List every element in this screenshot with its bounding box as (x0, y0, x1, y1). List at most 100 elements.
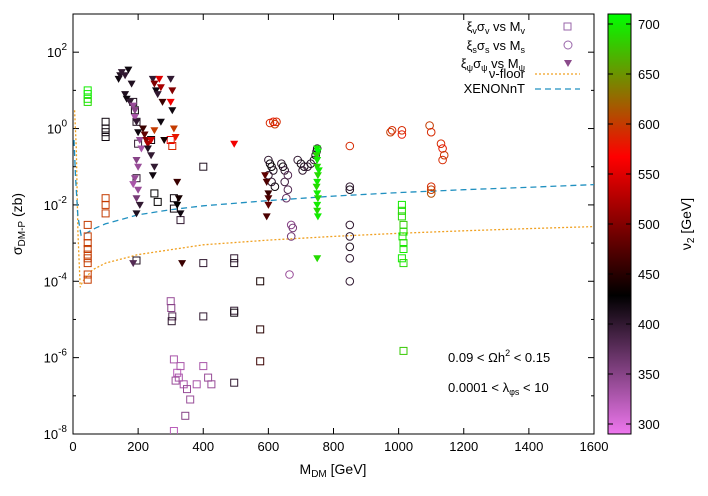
y-tick-label: 10-6 (44, 348, 68, 366)
legend-entry-vector: ξvσv vs Mv (467, 19, 572, 36)
data-point-fermion (150, 80, 159, 88)
data-point-fermion (312, 183, 321, 191)
data-point-vector (256, 277, 265, 286)
data-point-fermion (147, 137, 156, 144)
data-point-vector (199, 312, 208, 321)
legend: ξvσv vs Mv ξsσs vs Ms ξψσψ vs Mψ ν-floor… (461, 19, 580, 96)
data-point-scalar (425, 121, 434, 130)
data-point-scalar (387, 126, 397, 135)
data-point-fermion (155, 75, 164, 83)
data-point-vector (207, 380, 216, 389)
x-axis-label: MDM [GeV] (300, 461, 367, 480)
data-point-vector (83, 239, 92, 248)
colorbar-tick-label: 600 (638, 117, 660, 132)
data-point-fermion (126, 98, 134, 106)
data-point-vector (397, 254, 406, 263)
data-point-fermion (147, 152, 156, 160)
data-point-scalar (426, 127, 436, 137)
data-point-fermion (156, 118, 165, 126)
data-point-fermion (140, 131, 149, 139)
data-point-scalar (283, 170, 293, 180)
annotation-relic-density: 0.09 < Ωh2 < 0.15 (448, 348, 550, 365)
data-point-scalar (397, 126, 407, 135)
data-point-vector (176, 216, 185, 225)
data-point-vector (399, 346, 408, 355)
data-point-fermion (313, 207, 322, 215)
data-point-fermion (173, 201, 182, 209)
data-point-fermion (264, 190, 273, 198)
data-point-fermion (171, 134, 180, 141)
x-tick-label: 0 (69, 439, 76, 454)
data-point-scalar (280, 177, 290, 187)
data-point-vector (167, 304, 176, 312)
data-point-scalar (426, 182, 436, 191)
data-point-vector (101, 128, 110, 137)
data-point-fermion (314, 167, 323, 175)
data-point-vector (230, 306, 239, 315)
data-point-vector (83, 90, 92, 99)
x-tick-label: 1000 (384, 439, 413, 454)
data-point-fermion (156, 84, 165, 92)
data-point-scalar (270, 119, 280, 129)
data-point-vector (167, 317, 176, 326)
data-point-vector (181, 411, 190, 420)
data-point-fermion (130, 107, 139, 115)
data-point-vector (83, 270, 92, 279)
legend-label-scalar: ξsσs vs Ms (467, 38, 526, 55)
data-point-vector (397, 206, 406, 215)
data-point-fermion (160, 137, 169, 144)
data-point-vector (397, 212, 406, 221)
colorbar-tick-label: 550 (638, 167, 660, 182)
data-point-vector (101, 133, 110, 141)
data-point-scalar (426, 185, 436, 194)
data-point-scalar (345, 141, 355, 151)
data-point-fermion (132, 157, 141, 164)
data-point-vector (101, 209, 110, 218)
data-point-scalar (345, 185, 355, 194)
data-point-fermion (121, 91, 130, 99)
data-point-vector (101, 117, 110, 126)
data-point-vector (83, 245, 92, 253)
data-point-fermion (135, 137, 144, 144)
legend-marker-circle (563, 40, 573, 50)
x-tick-label: 800 (323, 439, 345, 454)
data-point-vector (183, 385, 191, 394)
data-point-fermion (130, 175, 139, 183)
x-tick-label: 600 (258, 439, 280, 454)
data-point-fermion (132, 118, 141, 126)
data-point-vector (101, 200, 110, 209)
y-axis-label: σDM-P (zb) (9, 193, 28, 255)
data-point-vector (199, 162, 208, 171)
data-point-fermion (134, 163, 143, 171)
legend-label-fermion: ξψσψ vs Mψ (461, 56, 525, 73)
data-point-scalar (283, 185, 293, 194)
data-point-vector (83, 97, 92, 106)
data-point-scalar (264, 155, 273, 165)
data-point-fermion (124, 66, 133, 74)
data-point-vector (399, 227, 408, 236)
data-point-scalar (345, 232, 355, 241)
data-point-fermion (313, 190, 322, 198)
data-point-vector (230, 308, 239, 317)
data-point-vector (230, 378, 239, 387)
legend-marker-square (563, 22, 572, 31)
legend-label-vector: ξvσv vs Mv (467, 19, 526, 36)
colorbar-tick-label: 350 (638, 367, 660, 382)
legend-entry-nu-floor: ν-floor (489, 66, 580, 81)
x-tick-label: 1200 (449, 439, 478, 454)
line-xenonnt (73, 139, 594, 237)
data-point-fermion (313, 157, 322, 164)
lines-layer (73, 110, 594, 288)
data-point-fermion (169, 125, 178, 133)
data-point-fermion (312, 152, 321, 160)
legend-entry-fermion: ξψσψ vs Mψ (461, 56, 572, 73)
data-point-fermion (261, 172, 270, 180)
data-point-vector (192, 380, 201, 389)
x-tick-label: 1400 (514, 439, 543, 454)
data-point-vector (83, 254, 92, 263)
x-tick-label: 200 (127, 439, 149, 454)
data-point-scalar (386, 127, 395, 137)
data-point-vector (399, 239, 408, 248)
